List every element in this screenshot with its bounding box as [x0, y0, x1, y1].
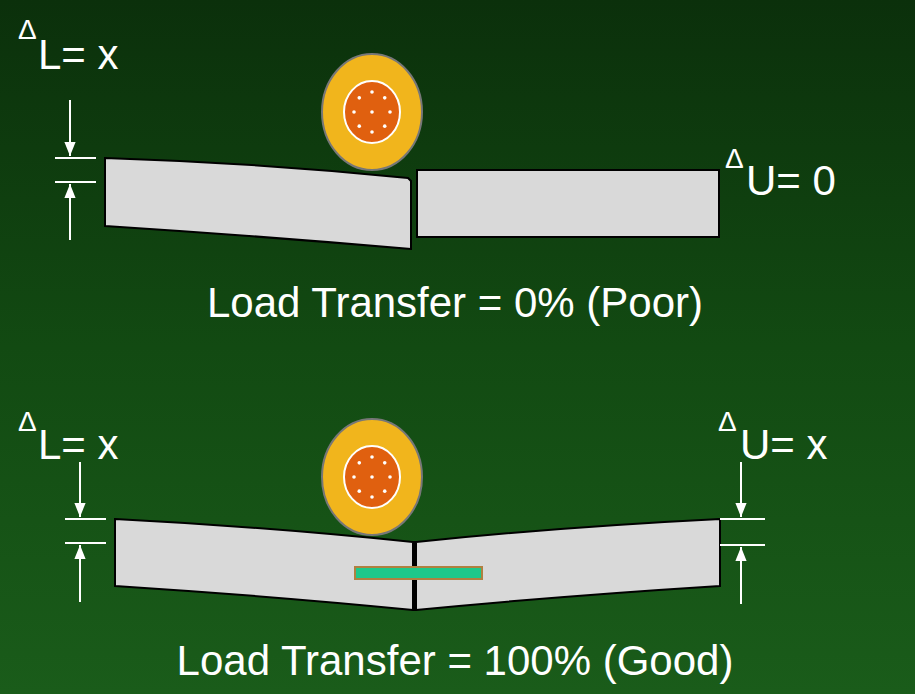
rim-hole — [383, 489, 387, 493]
delta-symbol: Δ — [18, 16, 37, 44]
deflection-label: U= 0 — [746, 160, 836, 202]
rim-hole — [370, 130, 374, 134]
tire — [322, 54, 422, 170]
unloaded-slab — [417, 170, 719, 237]
delta-symbol: Δ — [718, 408, 737, 436]
rim-hole — [383, 96, 387, 100]
rim-hole — [357, 461, 361, 465]
dimension-marks — [65, 462, 765, 604]
rim-hole — [352, 475, 356, 479]
rim-hole — [383, 461, 387, 465]
dowel-bar — [355, 567, 482, 579]
rim-hole — [370, 475, 374, 479]
rim-hole — [357, 489, 361, 493]
loaded-slab — [105, 158, 411, 249]
dimension-marks — [55, 100, 96, 240]
deflection-label: L= x — [38, 424, 119, 466]
load-transfer-caption: Load Transfer = 100% (Good) — [177, 640, 734, 682]
rim-hole — [383, 124, 387, 128]
rim-hole — [357, 96, 361, 100]
rim-hole — [357, 124, 361, 128]
tire — [322, 419, 422, 535]
rim-hole — [370, 110, 374, 114]
delta-symbol: Δ — [725, 145, 744, 173]
rim-hole — [388, 475, 392, 479]
adjacent-slab — [416, 519, 720, 610]
load-transfer-caption: Load Transfer = 0% (Poor) — [207, 282, 703, 324]
rim-hole — [370, 495, 374, 499]
rim-hole — [370, 455, 374, 459]
rim-hole — [388, 110, 392, 114]
deflection-label: L= x — [38, 34, 119, 76]
deflection-label: U= x — [740, 424, 828, 466]
delta-symbol: Δ — [18, 408, 37, 436]
rim-hole — [370, 90, 374, 94]
rim-hole — [352, 110, 356, 114]
